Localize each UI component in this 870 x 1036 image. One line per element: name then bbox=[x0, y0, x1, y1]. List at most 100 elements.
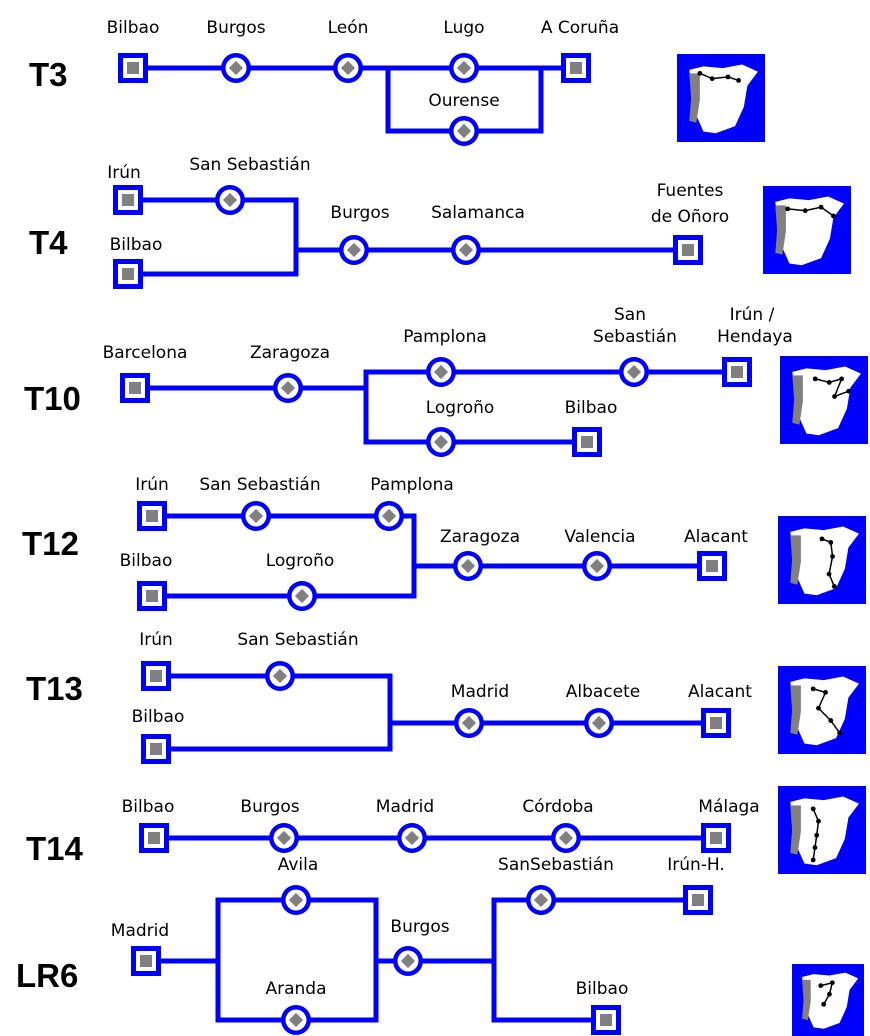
track-line bbox=[215, 897, 497, 964]
station-pamplona-marker bbox=[426, 357, 456, 387]
terminal-fuentes-de-onoro-marker bbox=[673, 235, 703, 265]
station-bilbao-label: Bilbao bbox=[110, 235, 163, 255]
station-logrono-marker bbox=[287, 581, 317, 611]
station-fuentes-label: Fuentes bbox=[657, 181, 724, 201]
station-aranda-marker bbox=[281, 1005, 311, 1035]
station-bilbao-label: Bilbao bbox=[122, 797, 175, 817]
track-line bbox=[491, 897, 701, 964]
station-madrid-marker bbox=[454, 708, 484, 738]
station-zaragoza-label: Zaragoza bbox=[250, 343, 330, 363]
station-cordoba-marker bbox=[551, 823, 581, 853]
station-bilbao-label: Bilbao bbox=[132, 707, 185, 727]
terminal-irun-marker bbox=[137, 501, 167, 531]
terminal-a-coruna-marker bbox=[561, 53, 591, 83]
station-san-sebastian-label: San Sebastián bbox=[199, 475, 320, 495]
station-zaragoza-marker bbox=[453, 551, 483, 581]
terminal-irun-h-marker bbox=[683, 885, 713, 915]
track-line bbox=[143, 958, 299, 1023]
station-san-sebastian-label: San Sebastián bbox=[237, 630, 358, 650]
terminal-alacant-marker bbox=[697, 551, 727, 581]
station-avila-label: Avila bbox=[278, 855, 319, 875]
station-bilbao-label: Bilbao bbox=[576, 979, 629, 999]
station-avila-marker bbox=[281, 885, 311, 915]
t3-mini-map bbox=[677, 54, 765, 142]
station-burgos-marker bbox=[269, 823, 299, 853]
terminal-barcelona-marker bbox=[120, 373, 150, 403]
station-san-sebastian-marker bbox=[241, 501, 271, 531]
terminal-malaga-marker bbox=[701, 823, 731, 853]
station-cordoba-label: Córdoba bbox=[522, 797, 593, 817]
terminal-irun-hendaya-marker bbox=[722, 357, 752, 387]
station-madrid-label: Madrid bbox=[376, 797, 434, 817]
route-t14-id: T14 bbox=[26, 830, 84, 867]
track-line bbox=[125, 197, 299, 277]
station-burgos-label: Burgos bbox=[390, 917, 449, 937]
station-bilbao-label: Bilbao bbox=[565, 398, 618, 418]
station-irun-label: Irún bbox=[139, 630, 173, 650]
station-lugo-label: Lugo bbox=[443, 18, 484, 38]
station-san-sebastian-marker bbox=[526, 885, 556, 915]
track-line bbox=[363, 369, 590, 445]
station-pamplona-label: Pamplona bbox=[370, 475, 454, 495]
station-markers bbox=[113, 53, 752, 1035]
station-salamanca-marker bbox=[451, 235, 481, 265]
station-pamplona-marker bbox=[374, 501, 404, 531]
route-t13-id: T13 bbox=[26, 670, 83, 707]
terminal-bilbao-marker bbox=[137, 581, 167, 611]
route-t10-id: T10 bbox=[24, 380, 81, 417]
station-alacant-label: Alacant bbox=[688, 682, 752, 702]
route-lr6-id: LR6 bbox=[16, 957, 78, 994]
station-bilbao-label: Bilbao bbox=[120, 551, 173, 571]
station-hendaya-label: Hendaya bbox=[717, 327, 793, 347]
station-ourense-marker bbox=[449, 116, 479, 146]
station-madrid-marker bbox=[397, 823, 427, 853]
station-irun-label: Irún / bbox=[730, 305, 775, 325]
t13-mini-map bbox=[778, 666, 866, 754]
station-albacete-label: Albacete bbox=[566, 682, 641, 702]
station-valencia-marker bbox=[582, 551, 612, 581]
route-t3-id: T3 bbox=[29, 56, 68, 93]
station-aranda-label: Aranda bbox=[265, 979, 326, 999]
station-logrono-marker bbox=[426, 427, 456, 457]
station-burgos-label: Burgos bbox=[330, 203, 389, 223]
station-san-sebastian-marker bbox=[619, 357, 649, 387]
station-san-sebastian-marker bbox=[215, 185, 245, 215]
station-bilbao-label: Bilbao bbox=[107, 18, 160, 38]
station-leon-marker bbox=[333, 53, 363, 83]
terminal-bilbao-marker bbox=[591, 1005, 621, 1035]
station-alacant-label: Alacant bbox=[684, 527, 748, 547]
terminal-irun-marker bbox=[141, 661, 171, 691]
station-malaga-label: Málaga bbox=[698, 797, 759, 817]
station-irun-label: Irún bbox=[107, 163, 141, 183]
station-zaragoza-marker bbox=[273, 373, 303, 403]
route-maps bbox=[677, 54, 868, 1036]
terminal-madrid-marker bbox=[131, 946, 161, 976]
station-leon-label: León bbox=[328, 18, 369, 38]
terminal-bilbao-marker bbox=[572, 427, 602, 457]
station-lugo-marker bbox=[449, 53, 479, 83]
route-t12-id: T12 bbox=[22, 525, 79, 562]
track-line bbox=[491, 958, 609, 1023]
route-t4-id: T4 bbox=[29, 224, 68, 261]
station-salamanca-label: Salamanca bbox=[431, 203, 525, 223]
station-zaragoza-label: Zaragoza bbox=[440, 527, 520, 547]
station-logrono-label: Logroño bbox=[426, 398, 495, 418]
terminal-bilbao-marker bbox=[141, 734, 171, 764]
station-burgos-label: Burgos bbox=[206, 18, 265, 38]
station-sebastian-label: Sebastián bbox=[593, 327, 677, 347]
lr6-mini-map bbox=[792, 964, 864, 1036]
station-san-label: San bbox=[614, 305, 646, 325]
terminal-bilbao-marker bbox=[118, 53, 148, 83]
station-irun-label: Irún bbox=[135, 475, 169, 495]
t14-mini-map bbox=[778, 786, 866, 874]
station-logrono-label: Logroño bbox=[266, 551, 335, 571]
terminal-alacant-marker bbox=[701, 708, 731, 738]
station-barcelona-label: Barcelona bbox=[103, 343, 188, 363]
station-albacete-marker bbox=[584, 708, 614, 738]
station-pamplona-label: Pamplona bbox=[403, 327, 487, 347]
station-valencia-label: Valencia bbox=[564, 527, 635, 547]
station-a-coruna-label: A Coruña bbox=[541, 18, 619, 38]
terminal-bilbao-marker bbox=[113, 259, 143, 289]
